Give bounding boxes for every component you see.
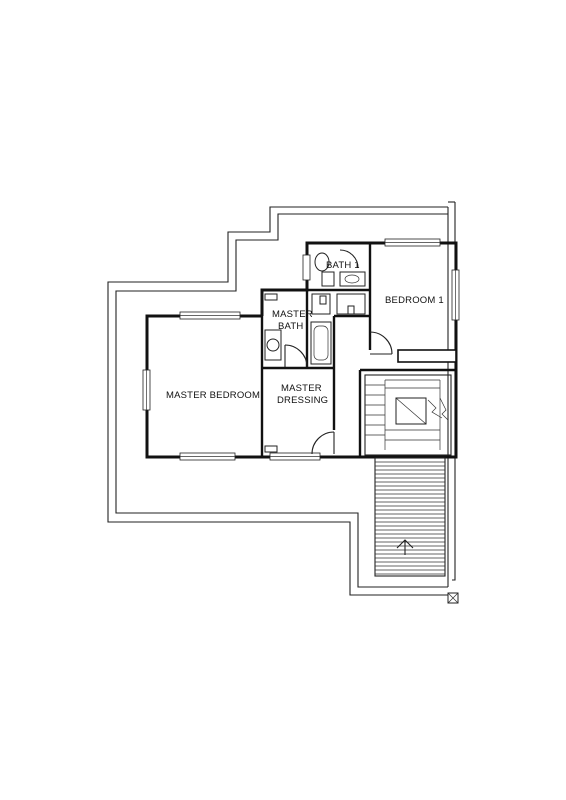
site-outline	[107, 201, 456, 596]
interior-walls	[260, 243, 457, 457]
stair-well	[364, 374, 452, 456]
label-master-bedroom: MASTER BEDROOM	[166, 390, 260, 401]
windows	[142, 238, 460, 461]
room-labels: BATH 1 BEDROOM 1 MASTER BATH MASTER BEDR…	[166, 260, 444, 406]
exterior-stair	[374, 457, 446, 577]
doors	[284, 249, 393, 455]
label-master-bath-2: BATH	[278, 321, 303, 332]
label-master-dressing-2: DRESSING	[277, 395, 328, 406]
label-bath-1: BATH 1	[326, 260, 360, 271]
post-symbol	[447, 592, 459, 604]
label-bedroom-1: BEDROOM 1	[385, 295, 444, 306]
fixtures	[264, 252, 366, 365]
label-master-bath-1: MASTER	[272, 309, 313, 320]
label-master-dressing-1: MASTER	[281, 383, 322, 394]
